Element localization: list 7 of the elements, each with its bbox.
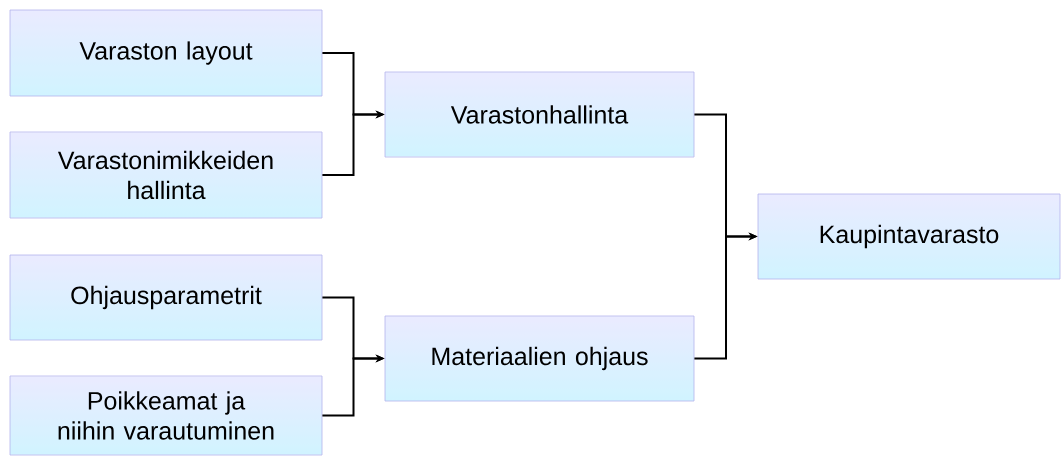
process-box: Varastonhallinta <box>384 71 695 158</box>
process-box: Varaston layout <box>9 9 323 97</box>
process-box: Varastonimikkeiden hallinta <box>9 131 323 219</box>
process-box: Kaupintavarasto <box>757 193 1061 280</box>
process-box: Poikkeamat ja niihin varautuminen <box>9 375 323 456</box>
process-box: Ohjausparametrit <box>9 254 323 341</box>
process-box: Materiaalien ohjaus <box>384 315 695 402</box>
